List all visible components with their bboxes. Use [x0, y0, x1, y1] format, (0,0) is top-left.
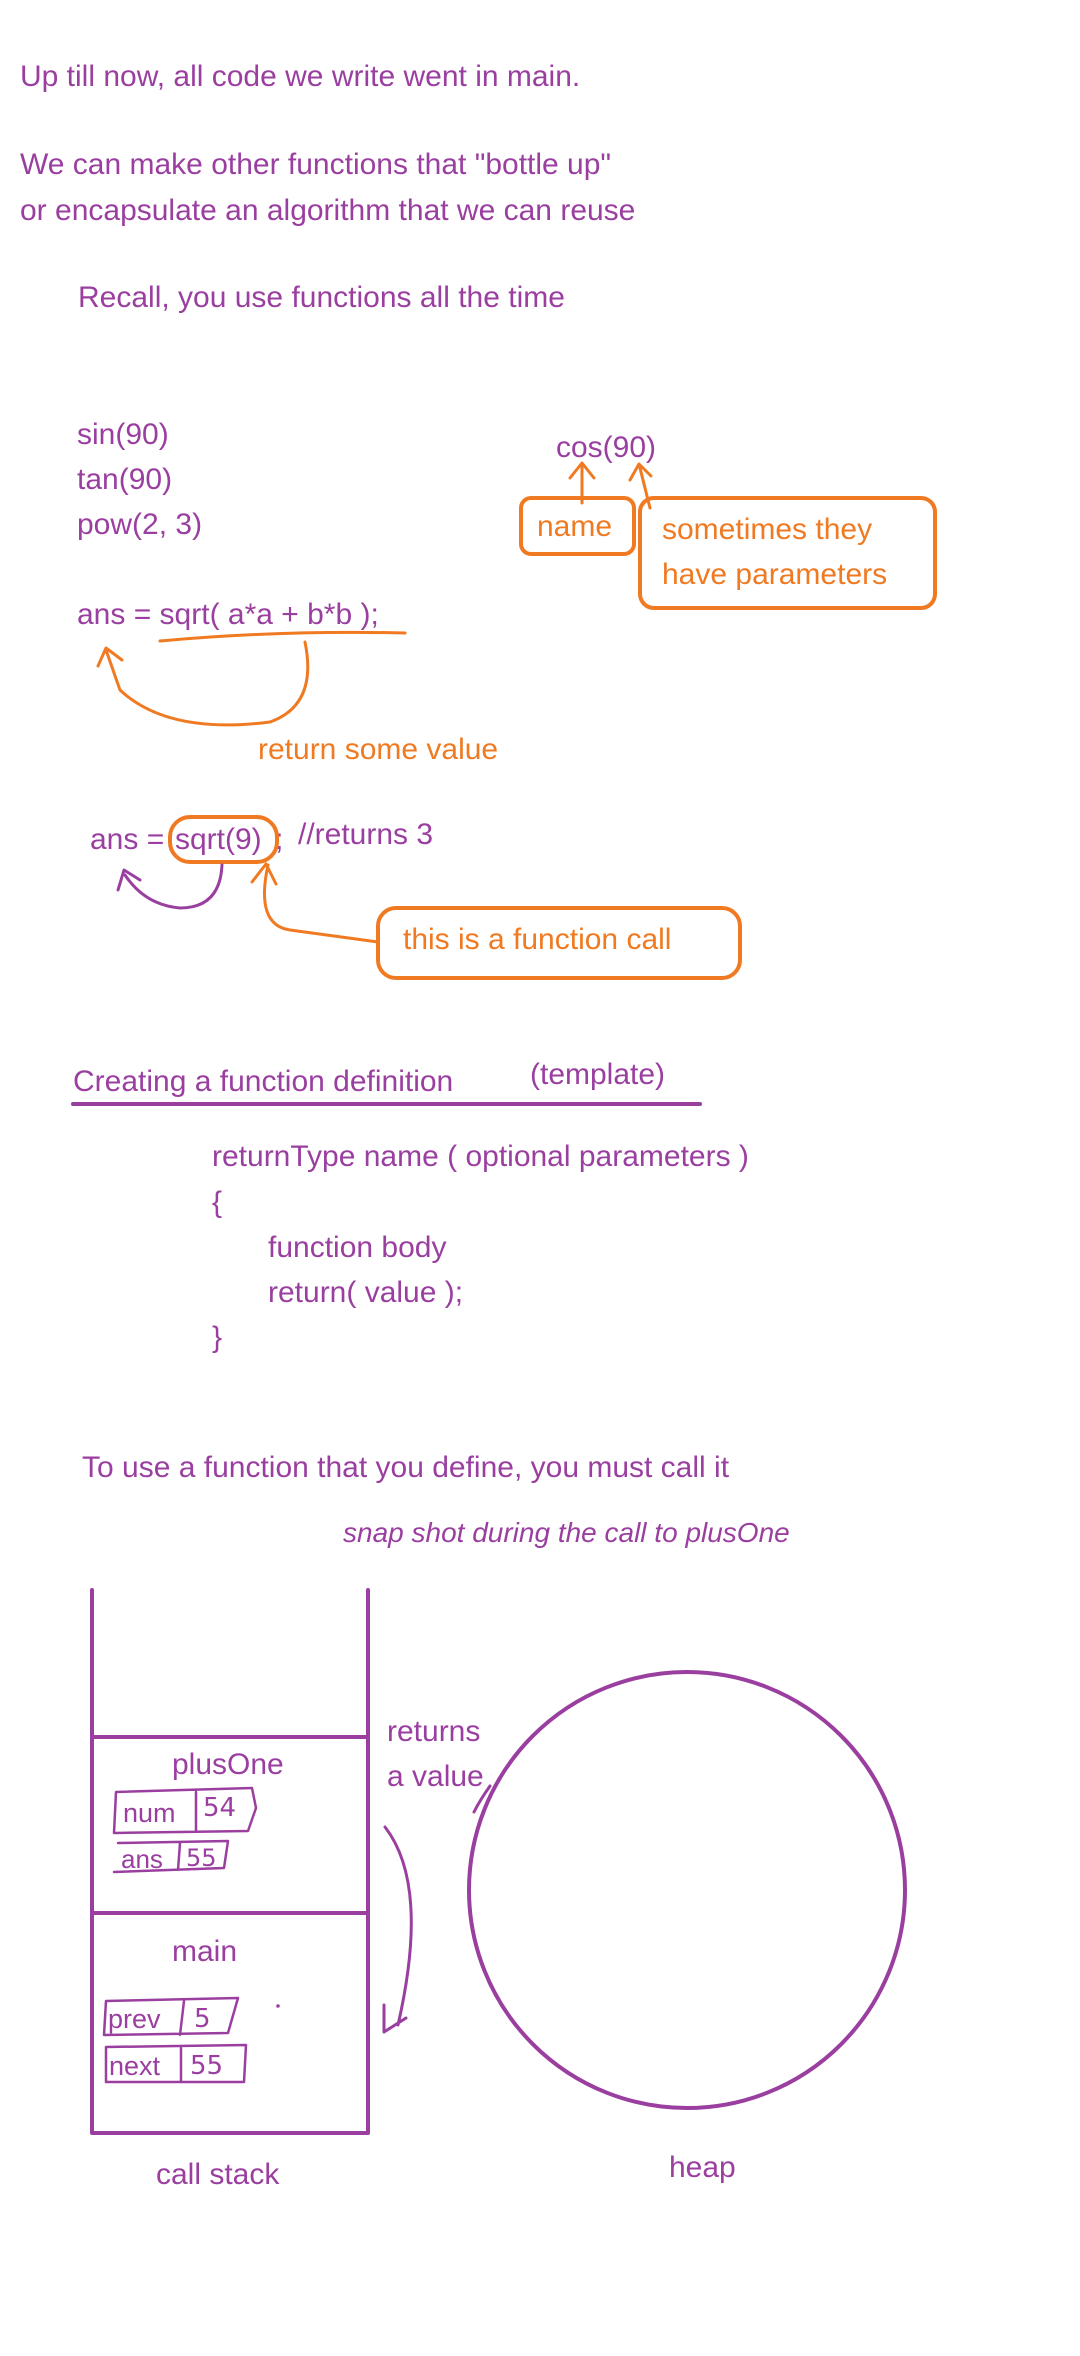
returns-label-line-2: a value [387, 1760, 484, 1793]
template-note: (template) [530, 1058, 666, 1091]
var-name-ans: ans [121, 1844, 163, 1874]
heap-label: heap [669, 2151, 736, 2184]
call-stack-outline [90, 1588, 370, 2135]
return-value-arrow [96, 640, 310, 727]
heap-circle [467, 1670, 907, 2110]
function-call-pointer-arrow [250, 862, 380, 944]
sqrt-call: sqrt(9) [175, 823, 262, 856]
call-note: To use a function that you define, you m… [82, 1451, 730, 1484]
sqrt-expression: ans = sqrt( a*a + b*b ); [77, 598, 379, 631]
frame-name-main: main [172, 1935, 238, 1968]
signature-line: returnType name ( optional parameters ) [212, 1140, 749, 1173]
var-box-next [104, 2043, 248, 2084]
name-label: name [537, 510, 613, 543]
parameters-note-line-2: have parameters [662, 558, 888, 591]
function-body-line: function body [268, 1231, 447, 1264]
var-value-prev: 5 [194, 2004, 211, 2034]
sqrt-underline [158, 630, 407, 643]
parameters-note-line-1: sometimes they [662, 513, 873, 546]
tan-example: tan(90) [77, 463, 173, 496]
intro-line-2: We can make other functions that "bottle… [20, 148, 612, 181]
var-box-ans [112, 1839, 230, 1874]
semicolon: ; [275, 823, 284, 856]
var-value-ans: 55 [186, 1844, 217, 1872]
function-call-label: this is a function call [403, 923, 672, 956]
parameters-box [638, 496, 937, 610]
snapshot-note: snap shot during the call to plusOne [343, 1517, 790, 1548]
var-value-num: 54 [203, 1793, 237, 1823]
var-value-next: 55 [190, 2051, 224, 2081]
return-value-note: return some value [258, 733, 499, 766]
intro-line-3: or encapsulate an algorithm that we can … [20, 194, 636, 227]
returns-value-arrow [382, 1825, 413, 2034]
frame-name-plusone: plusOne [172, 1748, 284, 1781]
return-statement: return( value ); [268, 1276, 464, 1309]
var-name-num: num [123, 1798, 176, 1828]
var-box-prev [102, 1996, 240, 2037]
sin-example: sin(90) [77, 418, 169, 451]
ans-assignment: ans = [90, 823, 165, 856]
function-call-box [376, 906, 742, 980]
returns-label-line-1: returns [387, 1715, 481, 1748]
cos-example: cos(90) [556, 431, 657, 464]
returns-comment: //returns 3 [298, 818, 434, 851]
open-brace: { [212, 1186, 223, 1219]
sqrt-call-box [168, 815, 279, 864]
call-return-arrow [116, 863, 224, 910]
stack-dot [276, 2004, 280, 2008]
var-box-num [112, 1786, 258, 1835]
recall-note: Recall, you use functions all the time [78, 281, 565, 314]
var-name-prev: prev [108, 2004, 161, 2034]
close-brace: } [212, 1321, 223, 1354]
pow-example: pow(2, 3) [77, 508, 203, 541]
var-name-next: next [109, 2051, 161, 2081]
returns-label-tail [472, 1784, 492, 1814]
name-box [519, 496, 636, 556]
definition-heading: Creating a function definition [73, 1065, 454, 1098]
call-stack-label: call stack [156, 2158, 280, 2191]
intro-line-1: Up till now, all code we write went in m… [20, 60, 581, 93]
